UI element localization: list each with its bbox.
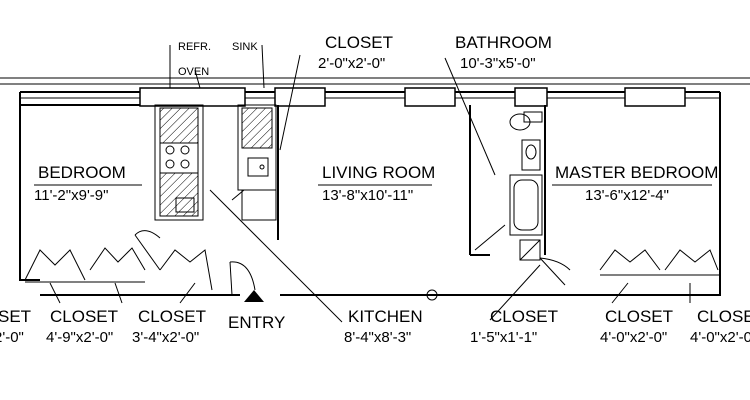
closet-master-1-dim: 4'-0"x2'-0" (600, 329, 667, 346)
refrigerator-label: REFR. (178, 41, 211, 53)
closet-bedroom-2-dim: 3'-4"x2'-0" (132, 329, 199, 346)
closet-master-2-name: CLOSE (697, 307, 750, 326)
closet-edge-name: SET (0, 307, 31, 326)
closet-edge-dim: 2'-0" (0, 329, 24, 346)
kitchen-name: KITCHEN (348, 307, 423, 326)
sink-label: SINK (232, 41, 258, 53)
closet-top-dim: 2'-0"x2'-0" (318, 55, 385, 72)
closet-doors (24, 247, 720, 291)
closet-bedroom-1-name: CLOSET (50, 307, 118, 326)
kitchen-dim: 8'-4"x8'-3" (344, 329, 411, 346)
closet-bedroom-2-name: CLOSET (138, 307, 206, 326)
master-bedroom-name: MASTER BEDROOM (555, 163, 718, 182)
closet-bedroom-1-dim: 4'-9"x2'-0" (46, 329, 113, 346)
bathroom-name: BATHROOM (455, 33, 552, 52)
door-swings (134, 224, 571, 301)
interior-walls (154, 104, 546, 261)
living-room-name: LIVING ROOM (322, 163, 435, 182)
window-band (0, 77, 750, 107)
bathroom-dim: 10'-3"x5'-0" (460, 55, 536, 72)
closet-top-name: CLOSET (325, 33, 393, 52)
entry-arrow-icon (244, 290, 264, 302)
bedroom-dim: 11'-2"x9'-9" (34, 187, 108, 204)
entry-label: ENTRY (228, 313, 285, 332)
living-room-dim: 13'-8"x10'-11" (322, 187, 413, 204)
leader-lines (34, 44, 712, 323)
master-bedroom-dim: 13'-6"x12'-4" (585, 187, 669, 204)
closet-master-2-dim: 4'-0"x2'-0 (690, 329, 750, 346)
closet-master-1-name: CLOSET (605, 307, 673, 326)
closet-hall-name: CLOSET (490, 307, 558, 326)
oven-label: OVEN (178, 66, 209, 78)
closet-hall-dim: 1'-5"x1'-1" (470, 329, 537, 346)
bedroom-name: BEDROOM (38, 163, 126, 182)
